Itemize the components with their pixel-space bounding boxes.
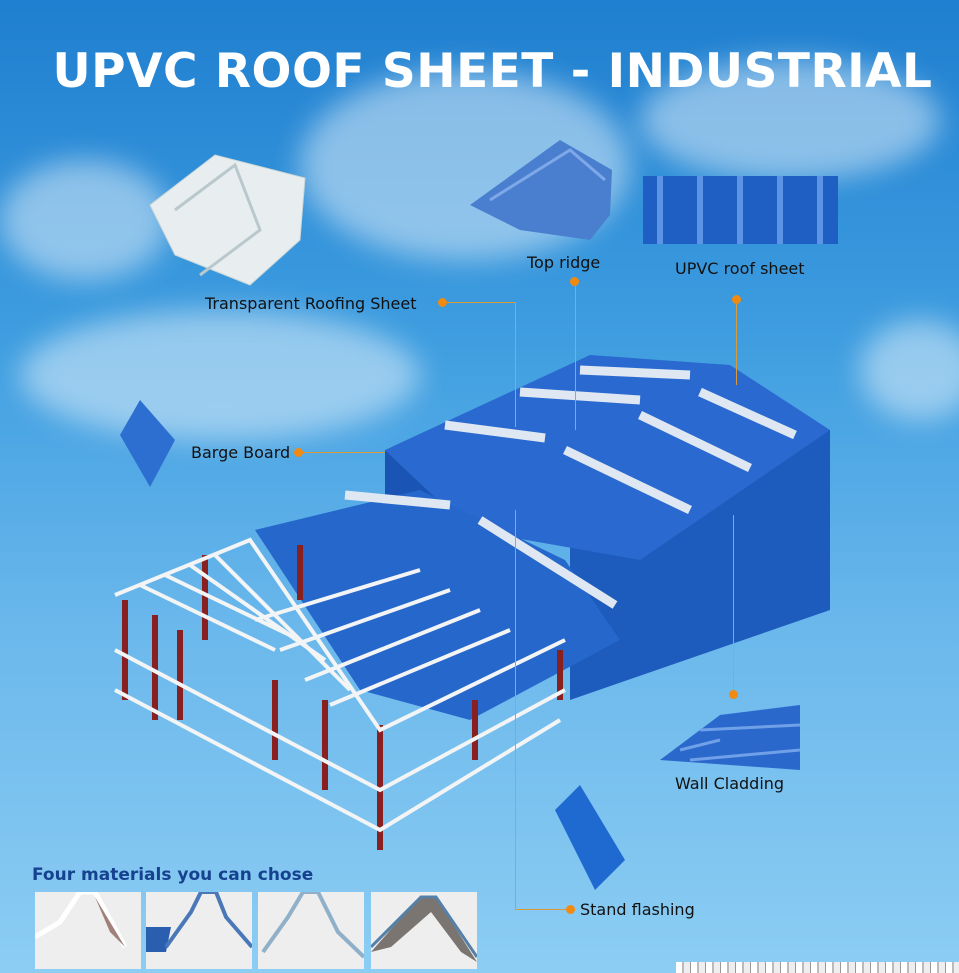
label-top-ridge: Top ridge xyxy=(527,253,601,272)
materials-heading: Four materials you can chose xyxy=(32,865,314,885)
callout-dot xyxy=(732,295,741,304)
label-wall-cladding: Wall Cladding xyxy=(675,774,785,793)
label-transparent-roofing-sheet: Transparent Roofing Sheet xyxy=(205,294,417,313)
material-thumbnail xyxy=(258,890,366,969)
leader-line xyxy=(446,302,516,303)
cloud xyxy=(860,320,959,420)
top-ridge-image xyxy=(470,140,612,240)
callout-dot xyxy=(566,905,575,914)
barge-board-image xyxy=(120,400,175,487)
callout-dot xyxy=(438,298,447,307)
cloud xyxy=(20,310,420,440)
page-title: UPVC ROOF SHEET - INDUSTRIAL xyxy=(52,44,933,99)
leader-line xyxy=(515,909,570,910)
transparent-sheet-image xyxy=(149,154,306,286)
material-thumbnail xyxy=(33,889,141,969)
leader-line xyxy=(575,282,576,430)
cloud xyxy=(0,160,170,280)
decorative-stripe xyxy=(676,962,959,973)
callout-dot xyxy=(729,690,738,699)
label-upvc-roof-sheet: UPVC roof sheet xyxy=(675,259,805,278)
leader-line xyxy=(733,515,734,695)
callout-dot xyxy=(570,277,579,286)
leader-line xyxy=(300,452,385,453)
cloud xyxy=(640,60,940,180)
building xyxy=(114,355,830,850)
leader-line xyxy=(515,302,516,427)
stand-flashing-image xyxy=(555,785,625,890)
leader-line xyxy=(515,510,516,910)
label-stand-flashing: Stand flashing xyxy=(580,900,695,919)
wall-cladding-image xyxy=(660,705,801,770)
leader-line xyxy=(736,300,737,385)
callout-dot xyxy=(294,448,303,457)
material-thumbnail xyxy=(146,890,254,969)
label-barge-board: Barge Board xyxy=(191,443,291,462)
roof-sheet-image xyxy=(643,176,838,244)
material-thumbnail xyxy=(369,892,479,969)
